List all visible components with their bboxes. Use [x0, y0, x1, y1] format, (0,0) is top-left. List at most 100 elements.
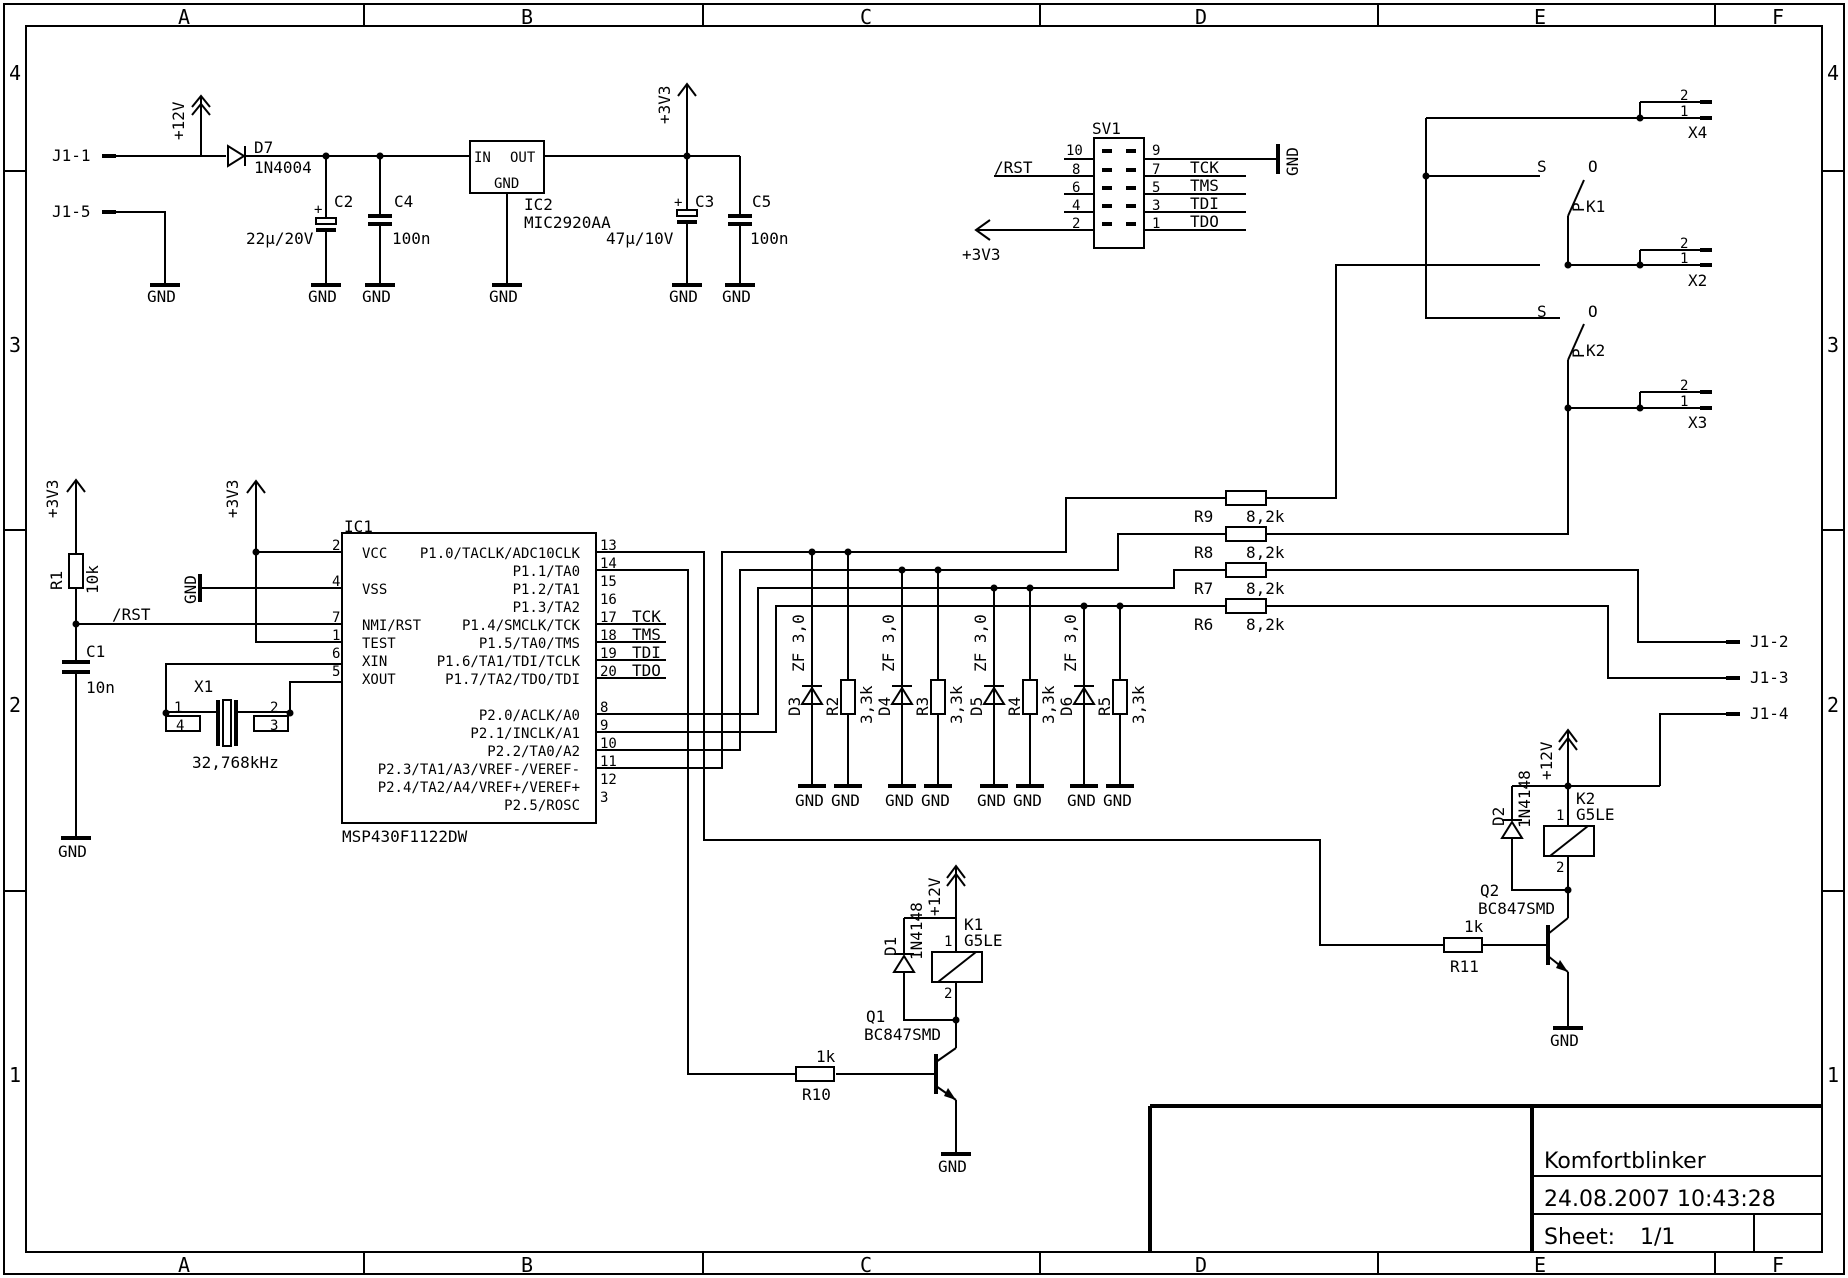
r6-body — [1225, 598, 1267, 614]
d5-ref: D5 — [967, 697, 986, 716]
k2-ref: K2 — [1576, 789, 1595, 808]
relay-outputs: S O P K1 S O P K2 2 1 X4 2 1 X — [795, 88, 1789, 1176]
gnd-label: GND — [938, 1157, 967, 1176]
c3-ref: C3 — [695, 192, 714, 211]
col-label-top: C — [860, 5, 872, 29]
ic1-pin-label: VSS — [362, 582, 387, 598]
svg-text:+: + — [674, 195, 682, 211]
q2-ref: Q2 — [1480, 881, 1499, 900]
crystal-x1: X1 32,768kHz 1 4 2 3 — [162, 663, 342, 772]
ic1-pin-number: 20 — [600, 664, 617, 680]
r9-body — [1225, 490, 1267, 506]
sv1-pin-number: 4 — [1072, 198, 1080, 214]
ic1-pin-number: 16 — [600, 592, 617, 608]
sv1-pin-number: 9 — [1152, 143, 1160, 159]
ic1-jtag-net: TMS — [632, 625, 661, 644]
gnd-label: GND — [795, 791, 824, 810]
col-label-bottom: D — [1195, 1253, 1207, 1277]
gnd-label: GND — [147, 287, 176, 306]
sv1-pin-number: 8 — [1072, 162, 1080, 178]
sv1-signal: TDO — [1190, 212, 1219, 231]
sv1-pin-number: 10 — [1066, 143, 1083, 159]
ic1-pin-label: P2.0/ACLK/A0 — [479, 708, 580, 724]
ic1-pin-number: 1 — [332, 628, 340, 644]
connector-j1-1-label: J1-1 — [52, 146, 91, 165]
gnd-label: GND — [1103, 791, 1132, 810]
ic1-pin-number: 7 — [332, 610, 340, 626]
sv1-pin-number: 5 — [1152, 180, 1160, 196]
k1-s-label: S — [1537, 157, 1547, 176]
r3-value: 3,3k — [947, 685, 966, 724]
ic2-in-pin: IN — [474, 150, 491, 166]
supply-3v3-label: +3V3 — [655, 85, 674, 124]
connector-j1-4-label: J1-4 — [1750, 704, 1789, 723]
c2-value: 22µ/20V — [246, 229, 314, 248]
x2-pin-number: 1 — [1680, 251, 1688, 267]
ic2-out-pin: OUT — [510, 150, 536, 166]
col-label-top: E — [1534, 5, 1546, 29]
k1-o-label: O — [1588, 157, 1598, 176]
mcu-ic1: IC1 MSP430F1122DW VCC VSS NMI/RST TEST X… — [181, 479, 1444, 1075]
supply-12v-label: +12V — [169, 101, 188, 140]
d1-ref: D1 — [881, 937, 900, 956]
d3-value: ZF 3,0 — [789, 614, 808, 672]
gnd-label: GND — [1067, 791, 1096, 810]
x1-pin-number: 1 — [174, 700, 182, 716]
ic1-pin-number: 9 — [600, 718, 608, 734]
c3-value: 47µ/10V — [606, 229, 674, 248]
col-label-bottom: F — [1772, 1253, 1784, 1277]
d4-ref: D4 — [875, 697, 894, 716]
sv1-signal: TMS — [1190, 176, 1219, 195]
ic1-pin-number: 12 — [600, 772, 617, 788]
col-label-top: F — [1772, 5, 1784, 29]
row-label-right: 1 — [1827, 1063, 1839, 1087]
connector-j1-2-label: J1-2 — [1750, 632, 1789, 651]
ic1-pin-label: TEST — [362, 636, 396, 652]
sv1-pin-number: 2 — [1072, 216, 1080, 232]
d3-ref: D3 — [785, 697, 804, 716]
k2-o-label: O — [1588, 302, 1598, 321]
q1-value: BC847SMD — [864, 1025, 941, 1044]
r8-ref: R8 — [1194, 543, 1213, 562]
x3-pin-number: 1 — [1680, 394, 1688, 410]
r6-ref: R6 — [1194, 615, 1213, 634]
k1-ref: K1 — [964, 915, 983, 934]
ic1-pin-label: NMI/RST — [362, 618, 422, 634]
r5-ref: R5 — [1095, 697, 1114, 716]
d4-value: ZF 3,0 — [879, 614, 898, 672]
gnd-label: GND — [1013, 791, 1042, 810]
c5-value: 100n — [750, 229, 789, 248]
row-label-right: 2 — [1827, 693, 1839, 717]
x4-ref: X4 — [1688, 123, 1707, 142]
c1-value: 10n — [86, 678, 115, 697]
ic1-jtag-net: TDO — [632, 661, 661, 680]
r11-value: 1k — [1464, 917, 1484, 936]
ic2-ref: IC2 — [524, 195, 553, 214]
svg-text:+: + — [314, 202, 322, 218]
r4-ref: R4 — [1005, 697, 1024, 716]
ic1-pin-number: 19 — [600, 646, 617, 662]
sheet-frame — [3, 3, 1845, 1275]
row-label-right: 3 — [1827, 333, 1839, 357]
col-label-bottom: A — [178, 1253, 190, 1277]
ic1-pin-label: P1.6/TA1/TDI/TCLK — [437, 654, 581, 670]
ic1-pin-number: 11 — [600, 754, 617, 770]
col-label-bottom: C — [860, 1253, 872, 1277]
ic1-pin-number: 13 — [600, 538, 617, 554]
ic1-pin-number: 4 — [332, 574, 340, 590]
r7-value: 8,2k — [1246, 579, 1285, 598]
x1-pin-number: 4 — [176, 718, 184, 734]
ic1-pin-number: 8 — [600, 700, 608, 716]
r10-ref: R10 — [802, 1085, 831, 1104]
r5-value: 3,3k — [1129, 685, 1148, 724]
gnd-label: GND — [885, 791, 914, 810]
r10-value: 1k — [816, 1047, 836, 1066]
r1-body — [68, 553, 84, 589]
r10-body — [795, 1066, 835, 1082]
sv1-signal: TDI — [1190, 194, 1219, 213]
col-label-top: B — [521, 5, 533, 29]
r8-value: 8,2k — [1246, 543, 1285, 562]
ic1-pin-label: P1.5/TA0/TMS — [479, 636, 580, 652]
row-label-left: 2 — [9, 693, 21, 717]
